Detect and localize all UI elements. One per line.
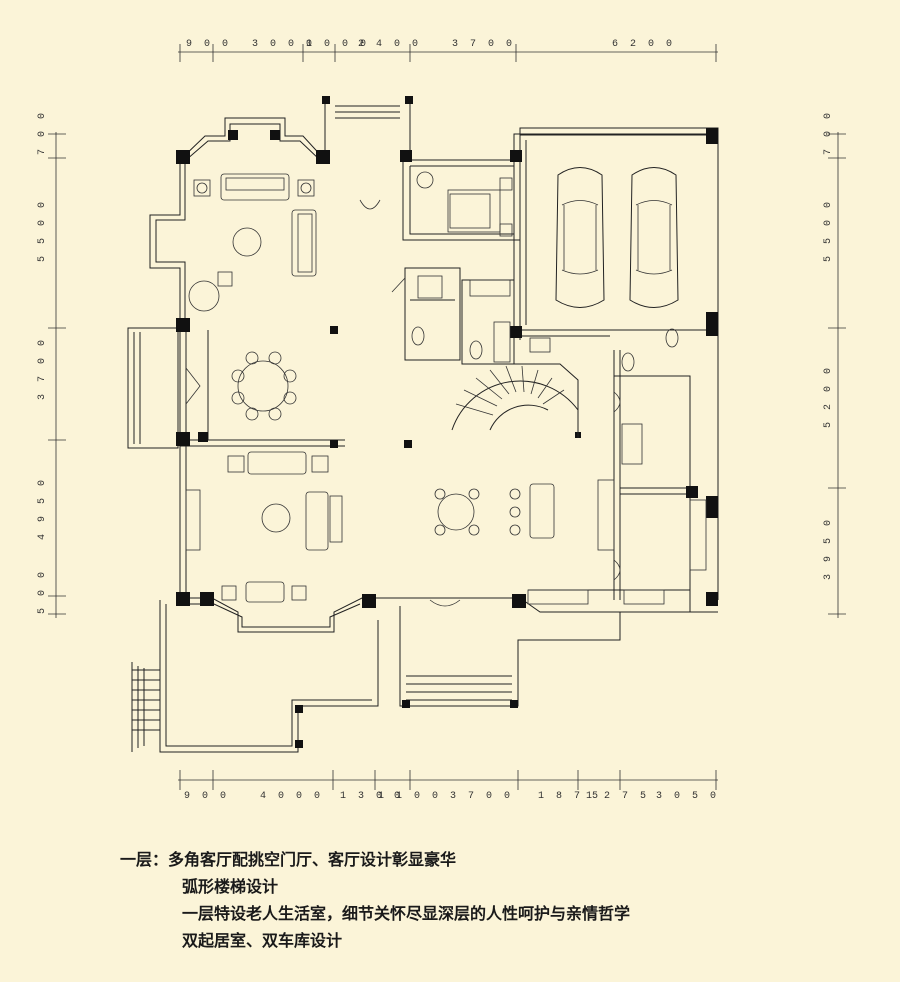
dim-top-4: 2 4 0 0 <box>358 39 421 50</box>
dim-right-4: 3 9 5 0 <box>823 517 834 580</box>
dimension-right: 7 0 0 5 5 0 0 5 2 0 0 3 9 5 0 <box>823 110 846 618</box>
dim-left-4: 4 9 5 0 <box>37 477 48 540</box>
car-1 <box>555 167 605 308</box>
caption-line-2: 弧形楼梯设计 <box>182 877 279 896</box>
caption-line-1: 一层：多角客厅配挑空门厅、客厅设计彰显豪华 <box>120 850 457 869</box>
dim-bottom-6: 1 8 7 5 <box>538 791 601 802</box>
dim-top-5: 3 7 0 0 <box>452 39 515 50</box>
dimension-bottom: 9 0 0 4 0 0 0 1 3 0 0 1 1 0 0 3 7 0 0 1 … <box>178 770 719 802</box>
interior-walls <box>180 128 719 612</box>
dim-top-6: 6 2 0 0 <box>612 39 675 50</box>
car-2 <box>629 167 679 308</box>
caption-line-3: 一层特设老人生活室，细节关怀尽显深层的人性呵护与亲情哲学 <box>182 904 631 923</box>
columns <box>176 128 718 608</box>
doors <box>185 199 621 607</box>
furniture <box>185 171 707 605</box>
dim-bottom-7: 1 2 7 5 <box>586 791 649 802</box>
dim-top-2: 3 0 0 0 <box>252 39 315 50</box>
dim-top-1: 9 0 0 <box>186 39 231 50</box>
dim-bottom-8: 3 0 5 0 <box>656 791 719 802</box>
dim-right-2: 5 5 0 0 <box>823 199 834 262</box>
floor-caption: 一层：多角客厅配挑空门厅、客厅设计彰显豪华 弧形楼梯设计 一层特设老人生活室，细… <box>120 846 880 954</box>
dimension-top: 9 0 0 3 0 0 0 1 0 0 0 2 4 0 0 3 7 0 0 6 … <box>178 39 718 62</box>
dim-left-2: 5 5 0 0 <box>37 199 48 262</box>
dim-bottom-5: 3 7 0 0 <box>450 791 513 802</box>
garage-cars <box>555 167 679 308</box>
dimension-left: 7 0 0 5 5 0 0 3 7 0 0 4 9 5 0 5 0 0 <box>37 110 66 618</box>
dim-left-5: 5 0 0 <box>37 569 48 614</box>
caption-line-4: 双起居室、双车库设计 <box>182 931 343 950</box>
curved-staircase <box>451 363 579 438</box>
dim-right-3: 5 2 0 0 <box>823 365 834 428</box>
dim-bottom-4: 1 1 0 0 <box>378 791 441 802</box>
dim-bottom-2: 4 0 0 0 <box>260 791 323 802</box>
dim-bottom-3: 1 3 0 0 <box>340 791 403 802</box>
dim-bottom-1: 9 0 0 <box>184 791 229 802</box>
dim-top-3: 1 0 0 0 <box>306 39 369 50</box>
dim-left-3: 3 7 0 0 <box>37 337 48 400</box>
dim-right-1: 7 0 0 <box>823 110 834 155</box>
dim-left-1: 7 0 0 <box>37 110 48 155</box>
